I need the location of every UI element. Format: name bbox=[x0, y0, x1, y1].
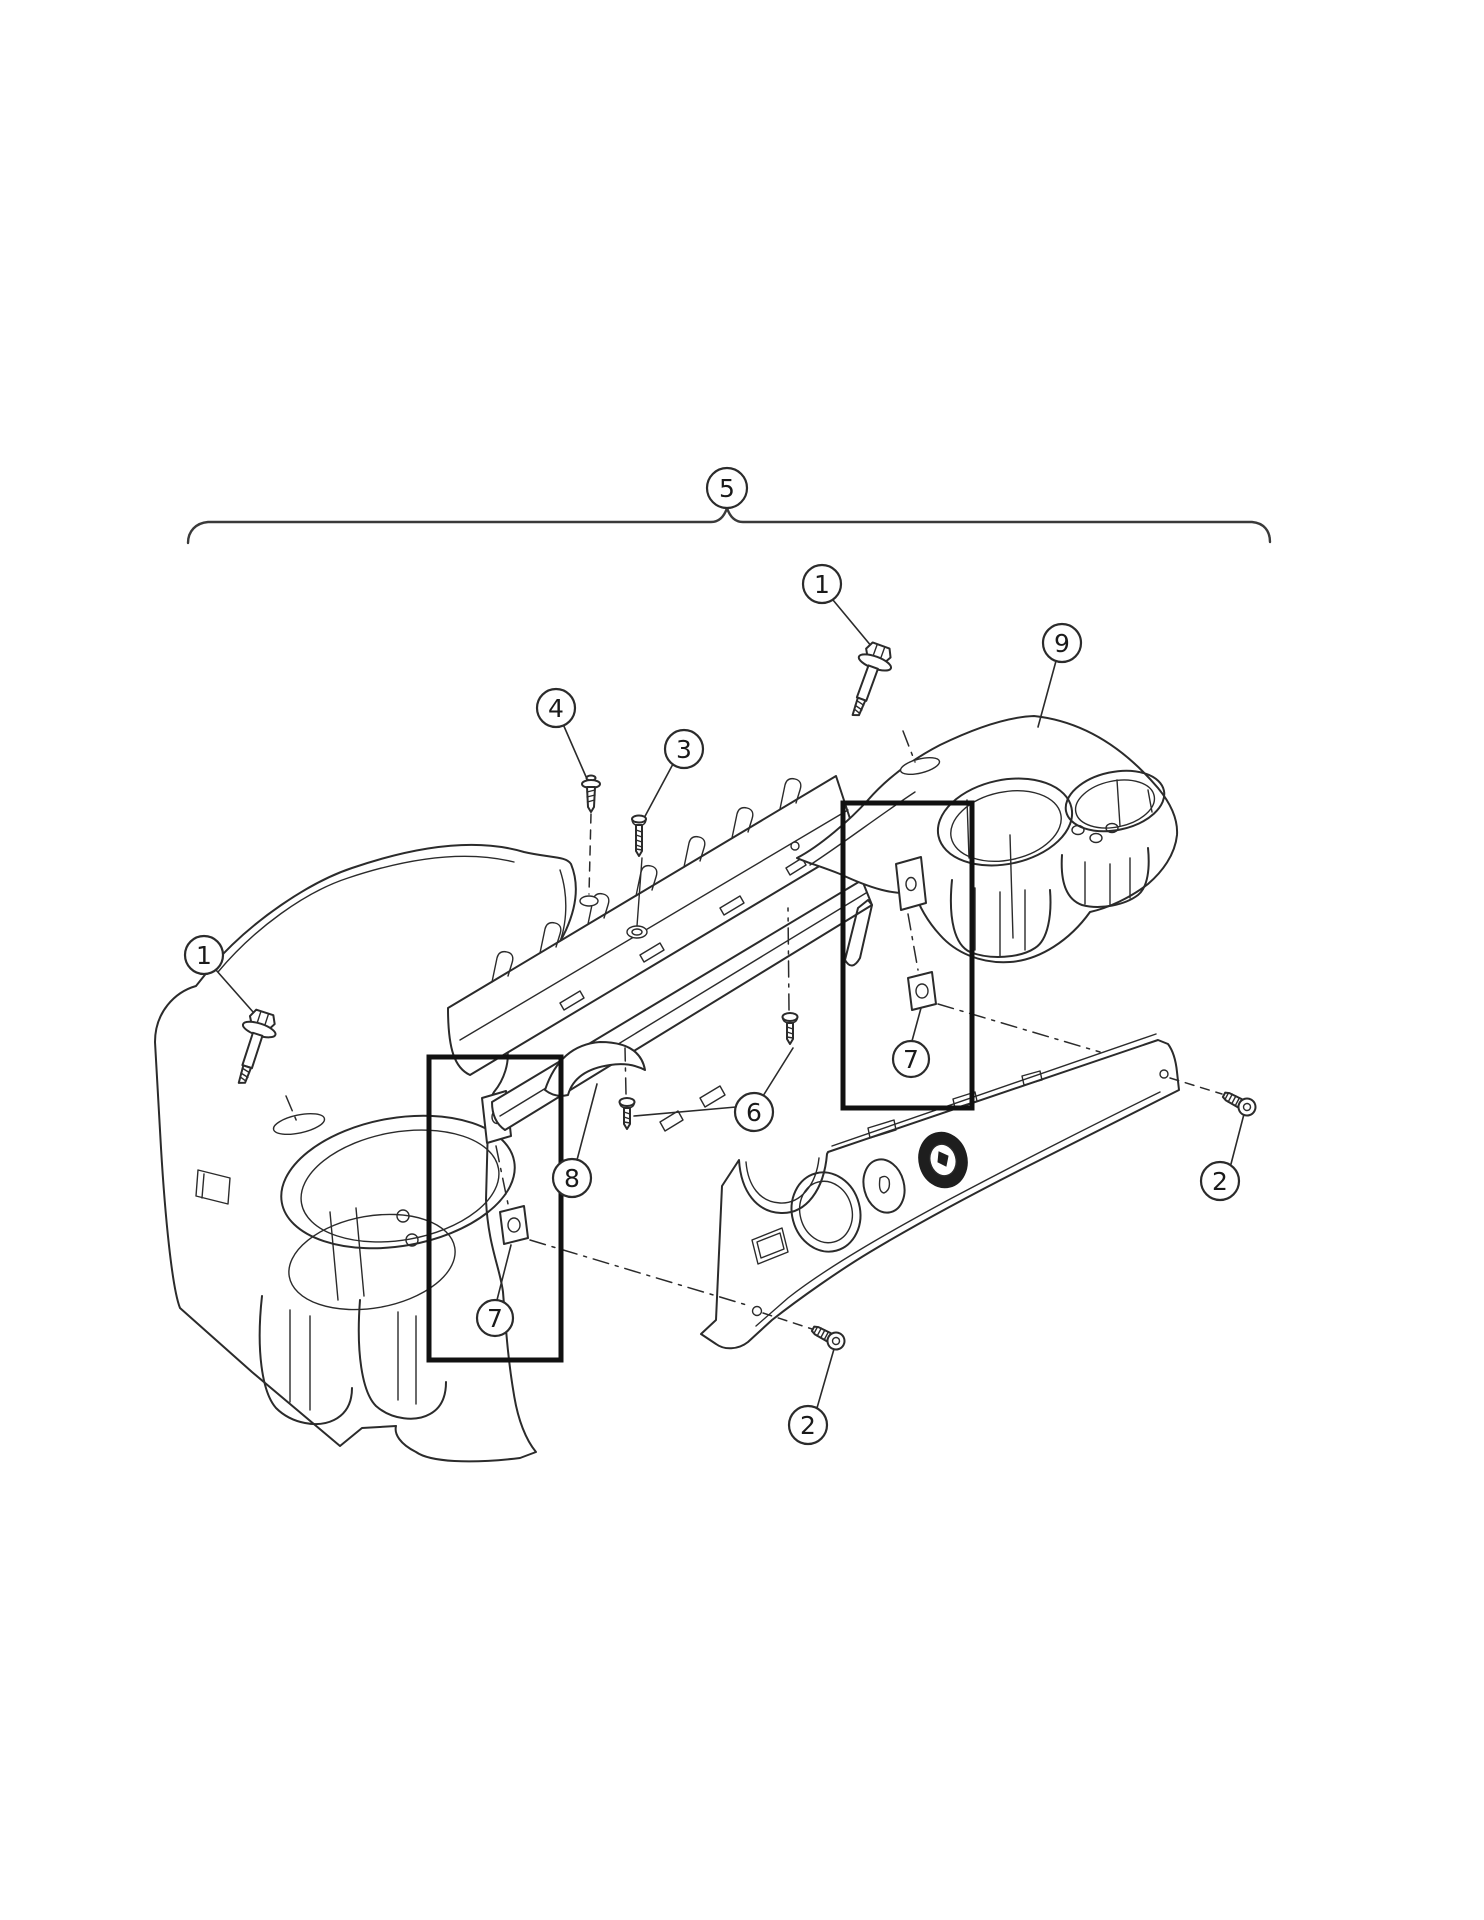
callout-1-top: 1 bbox=[801, 563, 843, 605]
callout-7-left: 7 bbox=[475, 1298, 515, 1338]
lower-dash-panel bbox=[700, 1033, 1180, 1350]
screw-hole bbox=[751, 1305, 763, 1317]
gauge-opening bbox=[790, 1171, 862, 1253]
callout-balloon bbox=[1199, 1160, 1241, 1202]
highlight-box-right bbox=[840, 800, 975, 1111]
cup-holder-tray-9 bbox=[796, 715, 1179, 964]
callout-label: 7 bbox=[487, 1304, 503, 1333]
bolt-hole bbox=[272, 1112, 326, 1136]
callout-5: 5 bbox=[705, 466, 749, 510]
callout-label: 8 bbox=[564, 1164, 580, 1193]
callout-balloon bbox=[663, 728, 705, 770]
callout-balloon bbox=[1041, 622, 1083, 664]
flange-bolt-icon bbox=[838, 638, 899, 723]
callout-balloon bbox=[891, 1039, 931, 1079]
callout-6: 6 bbox=[733, 1091, 775, 1133]
bolt-slot bbox=[899, 756, 941, 776]
callout-label: 2 bbox=[800, 1411, 816, 1440]
callout-label: 3 bbox=[676, 735, 692, 764]
callout-label: 4 bbox=[548, 694, 564, 723]
callout-balloon bbox=[183, 934, 225, 976]
callout-label: 2 bbox=[1212, 1167, 1228, 1196]
socket-screw-icon bbox=[1219, 1086, 1260, 1120]
socket-screw-icon bbox=[808, 1320, 849, 1354]
callout-label: 6 bbox=[746, 1098, 762, 1127]
callout-label: 9 bbox=[1054, 629, 1070, 658]
mounting-flange-right bbox=[895, 856, 927, 911]
callout-balloon bbox=[801, 563, 843, 605]
callout-balloon bbox=[475, 1298, 515, 1338]
highlight-boxes-layer bbox=[426, 800, 975, 1363]
callout-9: 9 bbox=[1041, 622, 1083, 664]
screw-icon bbox=[781, 1012, 799, 1045]
callout-balloon bbox=[551, 1157, 593, 1199]
fasteners-layer bbox=[224, 638, 1260, 1354]
pin-hole bbox=[579, 895, 599, 907]
speed-clip-right bbox=[907, 971, 937, 1011]
callout-balloon bbox=[787, 1404, 829, 1446]
screw-hole bbox=[1159, 1069, 1169, 1079]
speed-clip-left bbox=[499, 1205, 529, 1245]
callout-label: 1 bbox=[196, 941, 212, 970]
ignition-switch bbox=[918, 1131, 968, 1189]
switch-knob bbox=[862, 1158, 906, 1214]
callout-balloon bbox=[535, 687, 577, 729]
assembly-lines bbox=[285, 730, 1223, 1330]
callout-balloon bbox=[705, 466, 749, 510]
rail-hook-teeth bbox=[491, 777, 802, 983]
callout-2-bottom: 2 bbox=[787, 1404, 829, 1446]
callout-8: 8 bbox=[551, 1157, 593, 1199]
center-rail bbox=[447, 775, 859, 1076]
callout-label: 1 bbox=[814, 570, 830, 599]
callout-2-right: 2 bbox=[1199, 1160, 1241, 1202]
callout-3: 3 bbox=[663, 728, 705, 770]
callouts-layer: 5 1 9 4 3 1 7 6 8 7 2 2 bbox=[183, 466, 1241, 1446]
callout-label: 5 bbox=[719, 474, 735, 503]
rail-bracket-8 bbox=[491, 879, 873, 1132]
steering-column-cover bbox=[154, 843, 577, 1463]
group-bracket bbox=[186, 504, 1272, 545]
highlight-box-left bbox=[426, 1054, 564, 1363]
callout-7-right: 7 bbox=[891, 1039, 931, 1079]
screw-icon bbox=[631, 814, 647, 857]
screw-hole bbox=[626, 925, 648, 939]
parts-layer bbox=[154, 715, 1180, 1463]
leader-lines bbox=[215, 599, 1245, 1409]
callout-balloon bbox=[733, 1091, 775, 1133]
screw-icon bbox=[618, 1097, 636, 1130]
callout-label: 7 bbox=[903, 1045, 919, 1074]
callout-1-left: 1 bbox=[183, 934, 225, 976]
push-pin-icon bbox=[581, 774, 601, 813]
callout-4: 4 bbox=[535, 687, 577, 729]
